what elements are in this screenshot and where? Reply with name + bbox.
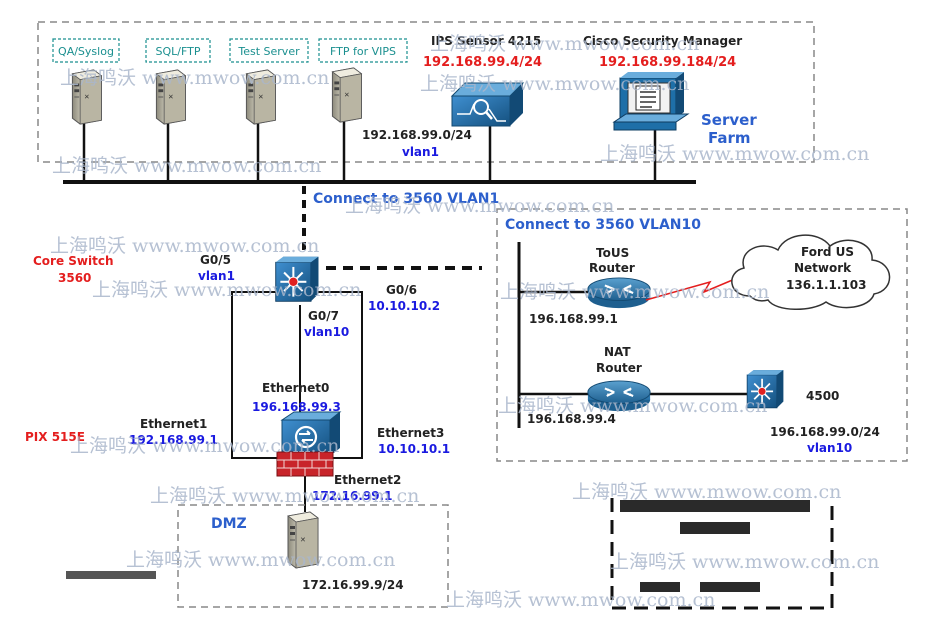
- ford-ip: 136.1.1.103: [786, 278, 866, 292]
- vlan10-region: Connect to 3560 VLAN10 ToUS Router 196.1…: [496, 208, 908, 462]
- core-g05-vlan: vlan1: [198, 269, 235, 283]
- pix-eth2-ip: 172.16.99.1: [312, 489, 392, 503]
- server-drop-lines: [82, 120, 657, 182]
- watermark: 上海鸣沃 www.mwow.com.cn: [92, 279, 361, 301]
- ips-sensor-title: IPS Sensor 4215: [431, 34, 541, 48]
- dmz-region: DMZ 172.16.99.9/24: [177, 504, 449, 608]
- dmz-server-ip: 172.16.99.9/24: [302, 578, 404, 592]
- server-farm-region: QA/Syslog SQL/FTP Test Server FTP for VI…: [37, 21, 815, 184]
- pix-eth0-label: Ethernet0: [262, 381, 329, 395]
- server-tower-icon-ftp: [331, 67, 362, 123]
- watermark: 上海鸣沃 www.mwow.com.cn: [498, 395, 767, 417]
- cloud-icon: [731, 234, 891, 310]
- dmz-border: [177, 504, 449, 608]
- vlan10-border: [496, 208, 908, 462]
- server-label-test: Test Server: [237, 45, 300, 58]
- obscured-note: [66, 571, 156, 579]
- server-label-box-qa: [52, 38, 120, 63]
- firewall-icon: [276, 411, 342, 477]
- pix-eth0-ip: 196.168.99.3: [252, 400, 341, 414]
- pix-eth3-ip: 10.10.10.1: [378, 442, 450, 456]
- legend-box: [610, 498, 834, 610]
- pix-eth2-label: Ethernet2: [334, 473, 401, 487]
- core-switch-group: Core Switch 3560 G0/5 vlan1 G0/6 10.10.1…: [33, 253, 440, 339]
- watermark: 上海鸣沃 www.mwow.com.cn: [150, 485, 419, 507]
- pix-eth3-label: Ethernet3: [377, 426, 444, 440]
- watermark: 上海鸣沃 www.mwow.com.cn: [52, 155, 321, 177]
- server-farm-subnet: 192.168.99.0/24: [362, 128, 472, 142]
- core-switch-name-2: 3560: [58, 271, 91, 285]
- ford-label-2: Network: [794, 261, 852, 275]
- csm-title: Cisco Security Manager: [583, 34, 742, 48]
- core-g06-ip: 10.10.10.2: [368, 299, 440, 313]
- switch-4500-name: 4500: [806, 389, 839, 403]
- core-g07-label: G0/7: [308, 309, 339, 323]
- tous-label-1: ToUS: [596, 246, 629, 260]
- watermark: 上海鸣沃 www.mwow.com.cn: [420, 73, 689, 95]
- vlan10-subnet: 196.168.99.0/24: [770, 425, 880, 439]
- watermark: 上海鸣沃 www.mwow.com.cn: [60, 67, 329, 89]
- watermark: 上海鸣沃 www.mwow.com.cn: [50, 235, 319, 257]
- watermark: 上海鸣沃 www.mwow.com.cn: [610, 551, 879, 573]
- nat-label-2: Router: [596, 361, 642, 375]
- server-label-box-test: [229, 38, 309, 63]
- core-g06-label: G0/6: [386, 283, 417, 297]
- watermark: 上海鸣沃 www.mwow.com.cn: [70, 435, 339, 457]
- server-label-sql: SQL/FTP: [156, 45, 201, 58]
- nat-ip: 196.168.99.4: [527, 412, 616, 426]
- server-label-qa: QA/Syslog: [58, 45, 114, 58]
- server-label-boxes: QA/Syslog SQL/FTP Test Server FTP for VI…: [52, 38, 408, 63]
- ford-label-1: Ford US: [801, 245, 854, 259]
- watermark: 上海鸣沃 www.mwow.com.cn: [600, 143, 869, 165]
- core-switch-name-1: Core Switch: [33, 254, 114, 268]
- server-farm-border: [37, 21, 815, 163]
- connect-vlan1-label: Connect to 3560 VLAN1: [313, 191, 499, 207]
- serial-wan-link: [645, 275, 743, 301]
- ips-sensor-icon: [450, 82, 525, 127]
- server-farm-label-2: Farm: [708, 129, 751, 147]
- tous-label-2: Router: [589, 261, 635, 275]
- vlan10-title: Connect to 3560 VLAN10: [505, 217, 701, 233]
- core-g05-label: G0/5: [200, 253, 231, 267]
- server-farm-vlan: vlan1: [402, 145, 439, 159]
- pix-eth1-label: Ethernet1: [140, 417, 207, 431]
- pix-eth1-ip: 192.168.99.1: [129, 433, 218, 447]
- watermark: 上海鸣沃 www.mwow.com.cn: [500, 281, 769, 303]
- server-label-ftp: FTP for VIPS: [330, 45, 396, 58]
- core-to-pix-links: [231, 291, 363, 512]
- server-label-box-ftp: [318, 38, 408, 63]
- watermark: 上海鸣沃 www.mwow.com.cn: [345, 195, 614, 217]
- server-label-box-sql: [145, 38, 211, 63]
- workstation-icon: [612, 72, 690, 131]
- watermark: 上海鸣沃 www.mwow.com.cn: [430, 33, 699, 55]
- watermark: 上海鸣沃 www.mwow.com.cn: [572, 481, 841, 503]
- tous-ip: 196.168.99.1: [529, 312, 618, 326]
- watermark: 上海鸣沃 www.mwow.com.cn: [126, 549, 395, 571]
- csm-ip: 192.168.99.184/24: [599, 55, 736, 70]
- server-farm-label-1: Server: [701, 111, 757, 129]
- ips-sensor-ip: 192.168.99.4/24: [423, 55, 542, 70]
- watermark-layer: 上海鸣沃 www.mwow.com.cn 上海鸣沃 www.mwow.com.c…: [50, 33, 879, 611]
- dmz-label: DMZ: [211, 516, 247, 532]
- watermark: 上海鸣沃 www.mwow.com.cn: [446, 589, 715, 611]
- pix-name: PIX 515E: [25, 430, 85, 444]
- core-g07-vlan: vlan10: [304, 325, 349, 339]
- vlan10-vlan: vlan10: [807, 441, 852, 455]
- nat-label-1: NAT: [604, 345, 631, 359]
